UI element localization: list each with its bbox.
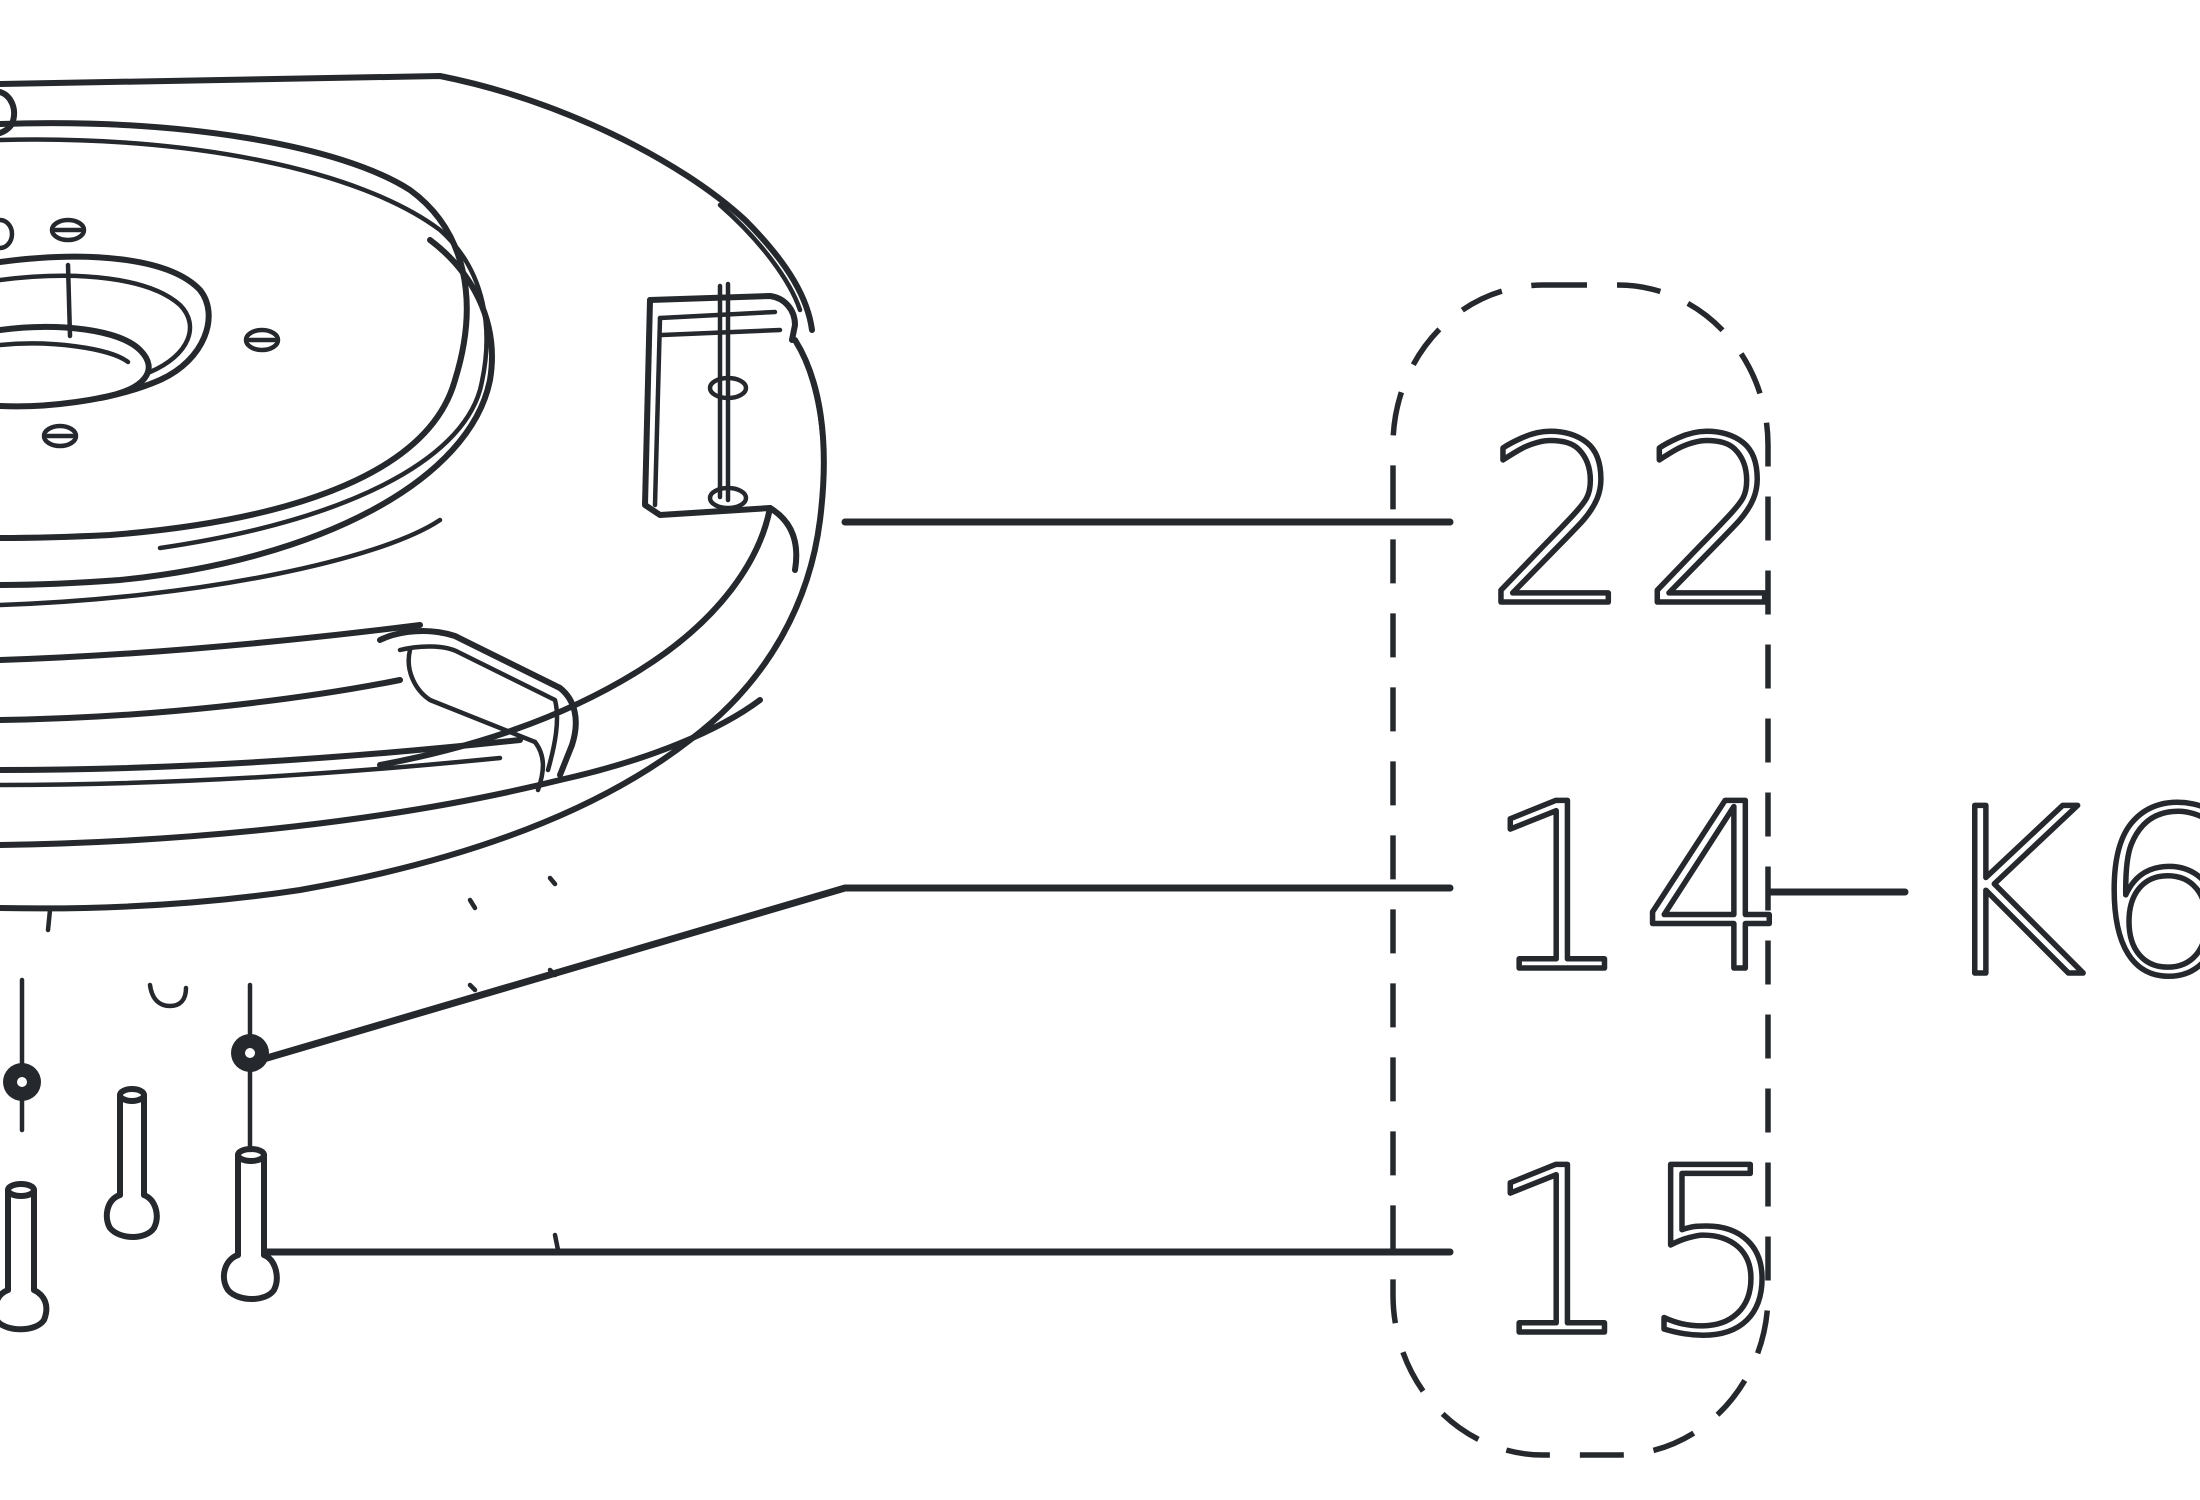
group-boundary [1390,282,1771,1458]
fastener-group [0,977,280,1333]
screw-middle [103,1086,160,1240]
leader-line-14 [246,884,1454,1067]
leader-lines [246,518,1909,1256]
screw-right [220,1146,280,1302]
callout-15: 15 [1485,1120,1798,1387]
group-label-k6: K6 [1935,761,2200,1028]
callout-22: 22 [1485,390,1798,657]
callout-14: 14 [1485,756,1798,1023]
housing-part [0,73,827,1253]
screw-left [0,1181,50,1333]
